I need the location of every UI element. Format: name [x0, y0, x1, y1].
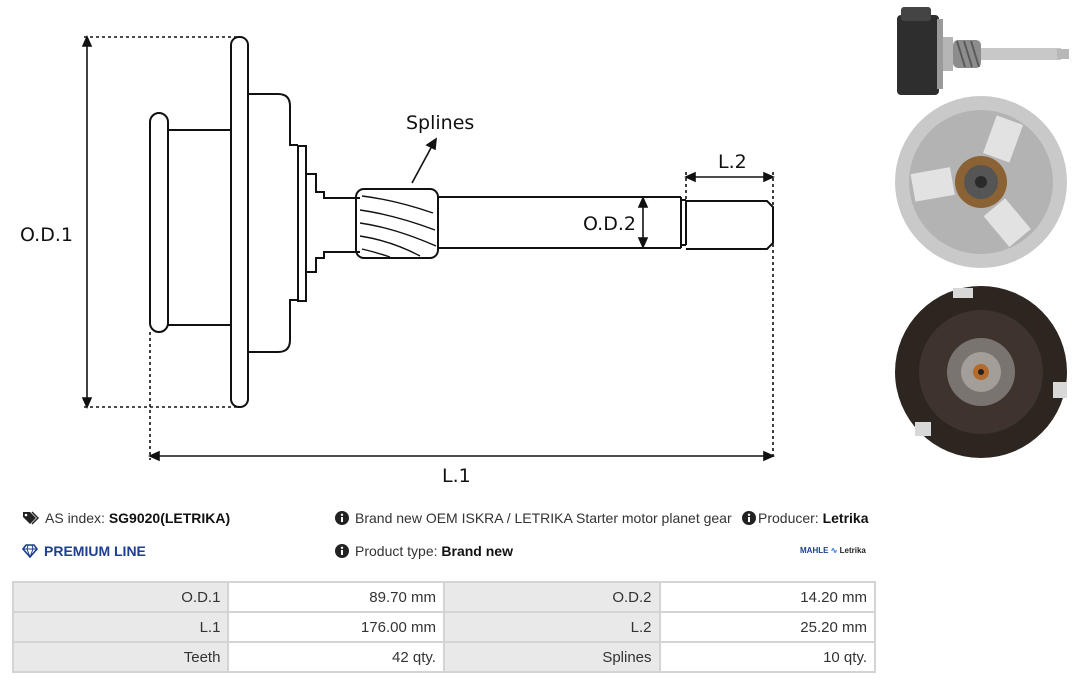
product-photo-side — [897, 7, 1069, 95]
description-line: Brand new OEM ISKRA / LETRIKA Starter mo… — [335, 510, 732, 526]
product-type-value: Brand new — [441, 543, 513, 559]
table-row: Teeth 42 qty. Splines 10 qty. — [11, 641, 877, 673]
as-index-value: SG9020(LETRIKA) — [108, 510, 231, 526]
od1-label: O.D.1 — [20, 224, 73, 246]
specs-table: O.D.1 89.70 mm O.D.2 14.20 mm L.1 176.00… — [11, 581, 877, 673]
as-index-label: AS index: — [45, 510, 105, 526]
spec-value: 25.20 mm — [658, 611, 877, 643]
mahle-logo: MAHLE — [800, 546, 829, 555]
premium-line-label: PREMIUM LINE — [44, 543, 146, 559]
diamond-icon — [22, 544, 38, 558]
product-type-line: Product type: Brand new — [335, 543, 513, 559]
technical-drawing: O.D.1 O.D.2 L.1 L.2 Splines — [20, 35, 775, 487]
spec-label: O.D.1 — [11, 581, 230, 613]
producer-value: Letrika — [822, 510, 869, 526]
premium-line: PREMIUM LINE — [22, 543, 146, 559]
brand-logos: MAHLE ∿ Letrika — [800, 546, 866, 555]
info-circle-icon — [335, 544, 349, 558]
l1-label: L.1 — [442, 465, 471, 487]
description-text: Brand new OEM ISKRA / LETRIKA Starter mo… — [355, 510, 732, 526]
spec-value: 176.00 mm — [227, 611, 445, 643]
as-index-line: AS index: SG9020(LETRIKA) — [22, 510, 230, 526]
spec-value: 89.70 mm — [227, 581, 445, 613]
table-row: L.1 176.00 mm L.2 25.20 mm — [11, 611, 877, 643]
tags-icon — [23, 510, 39, 525]
spec-label: Splines — [442, 641, 661, 673]
splines-label: Splines — [406, 112, 474, 134]
spec-value: 42 qty. — [227, 641, 445, 673]
info-circle-icon — [335, 511, 349, 525]
spec-value: 14.20 mm — [658, 581, 877, 613]
producer-line: Producer: Letrika — [742, 510, 869, 526]
l2-label: L.2 — [718, 151, 747, 173]
product-type-label: Product type: — [355, 543, 438, 559]
spec-label: O.D.2 — [442, 581, 661, 613]
spec-label: Teeth — [11, 641, 230, 673]
spec-label: L.1 — [11, 611, 230, 643]
spec-label: L.2 — [442, 611, 661, 643]
product-photo-back — [895, 286, 1067, 458]
product-photo-front — [895, 96, 1067, 268]
table-row: O.D.1 89.70 mm O.D.2 14.20 mm — [11, 581, 877, 613]
letrika-logo: Letrika — [839, 546, 866, 555]
producer-label: Producer: — [758, 510, 819, 526]
info-circle-icon — [742, 511, 756, 525]
od2-label: O.D.2 — [583, 213, 636, 235]
spec-value: 10 qty. — [658, 641, 877, 673]
letrika-wave-icon: ∿ — [830, 546, 838, 555]
